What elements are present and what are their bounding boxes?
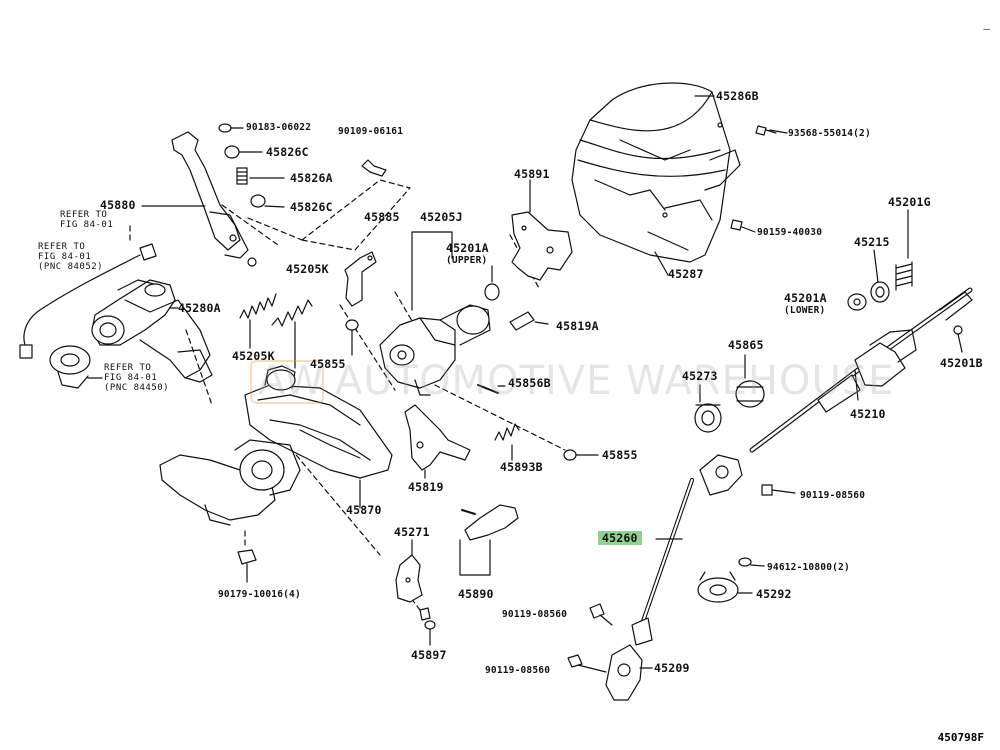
part-label-45201A-lower[interactable]: 45201A (784, 291, 827, 305)
part-label-45271[interactable]: 45271 (394, 525, 430, 539)
part-label-45209[interactable]: 45209 (654, 661, 690, 675)
part-label-45819A[interactable]: 45819A (556, 319, 599, 333)
part-label-90119-c[interactable]: 90119-08560 (485, 665, 551, 676)
refer-note-3[interactable]: REFER TO FIG 84-01 (PNC 84450) (104, 363, 169, 393)
spring-45893B-part (494, 423, 520, 461)
part-label-90119-a[interactable]: 90119-08560 (800, 490, 866, 501)
screw-part (730, 125, 777, 231)
bolt-45897-part (419, 607, 436, 646)
column-tube-part (244, 365, 393, 479)
part-label-45865[interactable]: 45865 (728, 338, 764, 352)
part-label-45870[interactable]: 45870 (346, 503, 382, 517)
part-label-45897[interactable]: 45897 (411, 648, 447, 662)
part-label-lower: (LOWER) (784, 305, 826, 316)
refer-note-2-line1: REFER TO (38, 242, 86, 252)
spring-45201G-part (895, 209, 913, 291)
dashed-guides (129, 179, 566, 611)
part-label-94612[interactable]: 94612-10800(2) (767, 562, 850, 573)
part-label-45855-b[interactable]: 45855 (602, 448, 638, 462)
part-label-90119-b[interactable]: 90119-08560 (502, 609, 568, 620)
ring-switch-part (49, 345, 103, 389)
part-label-45826A[interactable]: 45826A (290, 171, 333, 185)
lever-45890-part (459, 504, 519, 576)
bracket-45271-part (395, 539, 423, 603)
wire-harness-part (19, 243, 157, 359)
part-label-45855-a[interactable]: 45855 (310, 357, 346, 371)
refer-note-3-line1: REFER TO (104, 363, 152, 373)
bolt-45855-part (563, 449, 599, 461)
tilt-lever-part (171, 131, 257, 267)
bolt-part (345, 319, 359, 356)
part-label-45885[interactable]: 45885 (364, 210, 400, 224)
refer-note-2-line3: (PNC 84052) (38, 262, 104, 272)
lock-cylinder-housing-part (91, 279, 213, 383)
part-label-45890[interactable]: 45890 (458, 587, 494, 601)
refer-note-1-line1: REFER TO (60, 210, 108, 220)
spring-part (239, 293, 313, 369)
bracket-45819-part (404, 404, 471, 479)
part-label-90109[interactable]: 90109-06161 (338, 126, 404, 137)
figure-id: 450798F (937, 731, 984, 744)
nut-part (237, 549, 257, 583)
watermark-text: AUTOMOTIVE WAREHOUSE (335, 358, 895, 404)
part-label-45205K-a[interactable]: 45205K (286, 262, 329, 276)
main-shaft-part (749, 287, 973, 453)
refer-note-2[interactable]: REFER TO FIG 84-01 (PNC 84052) (38, 242, 103, 272)
part-label-45287[interactable]: 45287 (668, 267, 704, 281)
bracket-45891-part (511, 179, 573, 281)
refer-note-3-line2: FIG 84-01 (104, 373, 158, 383)
bracket-part (344, 251, 377, 307)
pin-part (509, 311, 549, 331)
part-label-45891[interactable]: 45891 (514, 167, 550, 181)
tilt-head-part (379, 304, 491, 396)
part-label-45201G[interactable]: 45201G (888, 195, 931, 209)
part-label-45215[interactable]: 45215 (854, 235, 890, 249)
plate-45292-part (697, 571, 753, 603)
part-label-45819[interactable]: 45819 (408, 480, 444, 494)
part-label-45286B[interactable]: 45286B (716, 89, 759, 103)
part-label-45826C-bottom[interactable]: 45826C (290, 200, 333, 214)
intermediate-shaft-part (605, 454, 743, 701)
part-label-45210[interactable]: 45210 (850, 407, 886, 421)
refer-note-2-line2: FIG 84-01 (38, 252, 92, 262)
part-label-45893B[interactable]: 45893B (500, 460, 543, 474)
part-label-45260-highlighted[interactable]: 45260 (598, 531, 642, 545)
part-label-45292[interactable]: 45292 (756, 587, 792, 601)
part-label-90179[interactable]: 90179-10016(4) (218, 589, 301, 600)
bearing-45201A-lower-part (847, 293, 867, 311)
watermark-logo-box (250, 360, 324, 404)
part-label-45880[interactable]: 45880 (100, 198, 136, 212)
part-label-upper: (UPPER) (446, 255, 488, 266)
ring-45215-part (870, 249, 890, 303)
refer-note-1-line2: FIG 84-01 (60, 220, 114, 230)
bolt-90119-parts (567, 484, 796, 673)
part-label-45201B[interactable]: 45201B (940, 356, 983, 370)
part-label-45826C-top[interactable]: 45826C (266, 145, 309, 159)
part-label-45856B[interactable]: 45856B (508, 376, 551, 390)
column-cover-part (571, 82, 741, 263)
refer-note-1[interactable]: REFER TO FIG 84-01 (60, 210, 113, 230)
refer-note-3-line3: (PNC 84450) (104, 383, 170, 393)
bushing-45273-part (694, 403, 722, 433)
bushing-45865-part (735, 380, 765, 408)
column-lower-bracket-part (159, 439, 301, 526)
part-label-45273[interactable]: 45273 (682, 369, 718, 383)
watermark-logo: AW (258, 358, 325, 404)
part-label-45201A-upper[interactable]: 45201A (446, 241, 489, 255)
part-label-45280A[interactable]: 45280A (178, 301, 221, 315)
corner-mark: – (983, 22, 990, 35)
part-label-93568[interactable]: 93568-55014(2) (788, 128, 871, 139)
part-label-45205J[interactable]: 45205J (420, 210, 463, 224)
part-label-90159[interactable]: 90159-40030 (757, 227, 823, 238)
part-label-45205K-b[interactable]: 45205K (232, 349, 275, 363)
part-label-90183[interactable]: 90183-06022 (246, 122, 312, 133)
small-parts-cluster (218, 123, 387, 208)
